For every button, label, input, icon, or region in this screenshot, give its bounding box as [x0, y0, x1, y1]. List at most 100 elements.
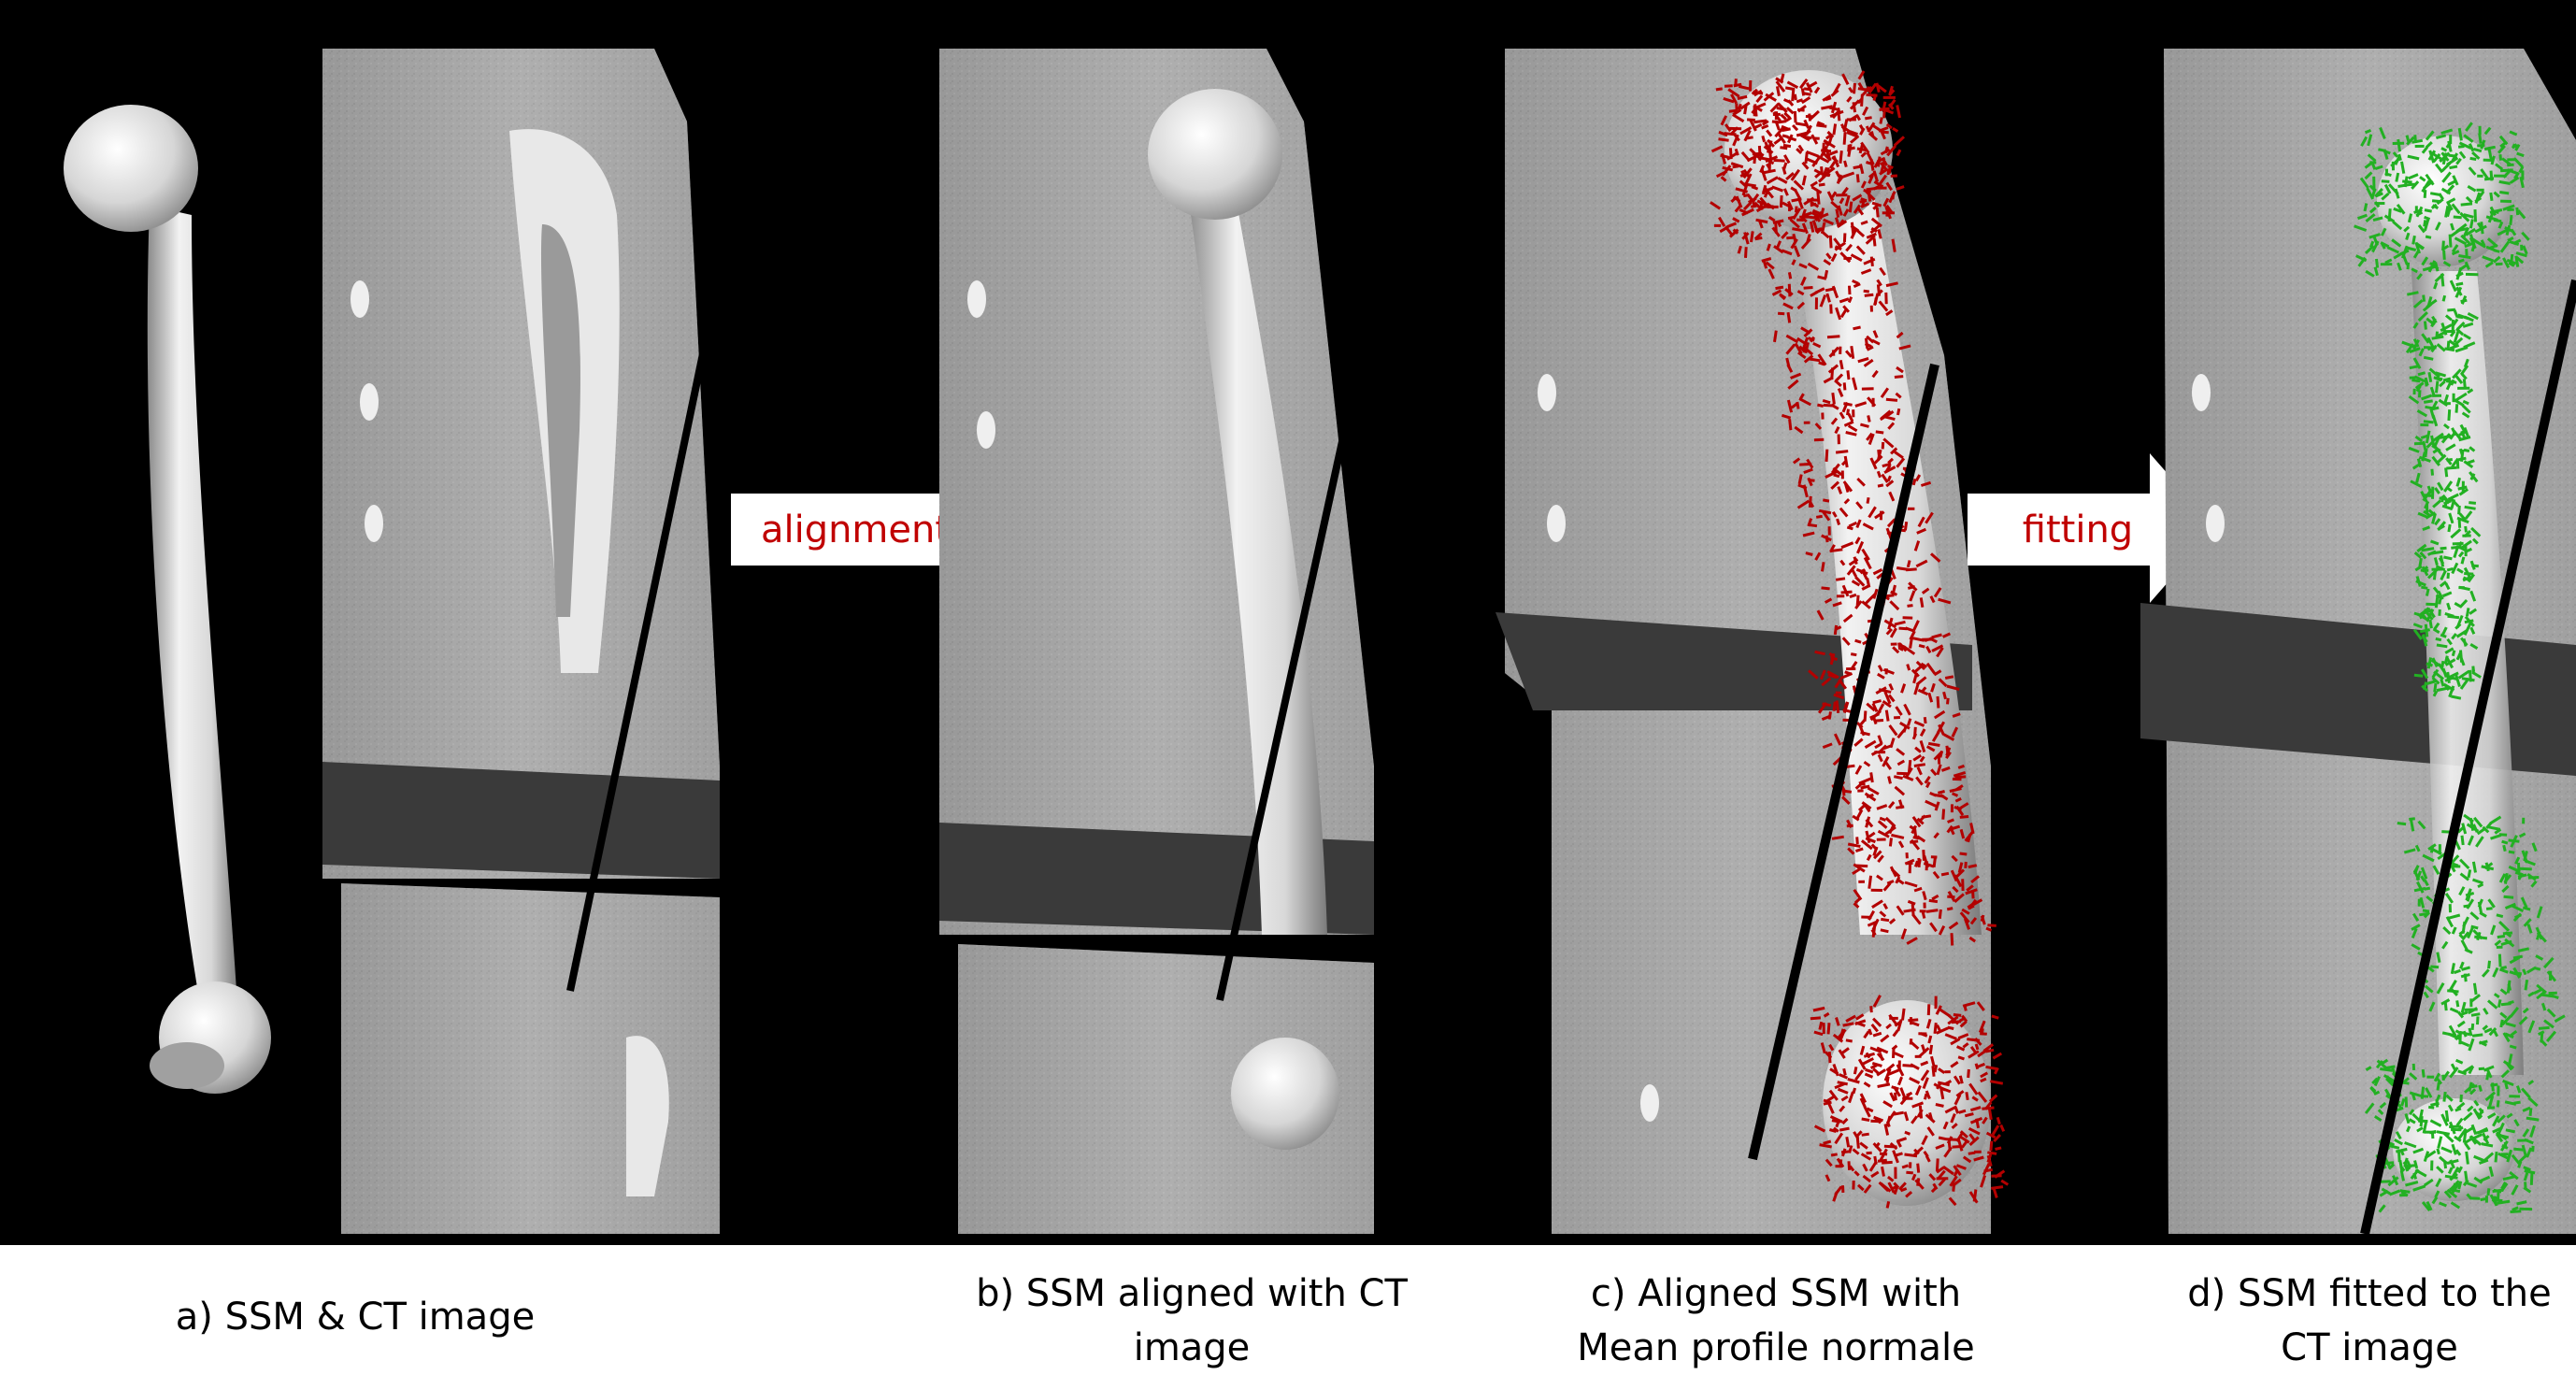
- profile-normal-mark: [2445, 1002, 2446, 1010]
- profile-normal-mark: [2446, 1110, 2448, 1122]
- profile-normal-mark: [1997, 1117, 1999, 1124]
- profile-normal-mark: [2440, 498, 2446, 499]
- profile-normal-mark: [2432, 337, 2444, 338]
- profile-normal-mark: [2421, 587, 2427, 588]
- profile-normal-mark: [1934, 795, 1943, 796]
- profile-normal-mark: [1887, 1122, 1889, 1127]
- panel-d-caption: d) SSM fitted to the CT image: [2168, 1267, 2570, 1375]
- profile-normal-mark: [1967, 1039, 1980, 1041]
- profile-normal-mark: [1984, 1169, 1993, 1171]
- profile-normal-mark: [1886, 710, 1888, 722]
- profile-normal-mark: [1847, 527, 1853, 529]
- profile-normal-mark: [1743, 195, 1749, 196]
- panel-a-ct-slices: [322, 49, 720, 1234]
- profile-normal-mark: [1834, 475, 1839, 477]
- profile-normal-mark: [2461, 204, 2472, 205]
- profile-normal-mark: [2499, 181, 2511, 183]
- profile-normal-mark: [1884, 1146, 1897, 1147]
- profile-normal-mark: [2414, 675, 2423, 676]
- profile-normal-mark: [2446, 467, 2447, 477]
- profile-normal-mark: [1967, 1092, 1968, 1100]
- profile-normal-mark: [1910, 841, 1918, 842]
- profile-normal-mark: [2528, 878, 2539, 879]
- profile-normal-mark: [2469, 1028, 2471, 1036]
- panel-b-caption: b) SSM aligned with CT image: [935, 1267, 1449, 1375]
- profile-normal-mark: [1913, 479, 1915, 485]
- profile-normal-mark: [2486, 909, 2493, 910]
- profile-normal-mark: [1887, 1201, 1889, 1208]
- profile-normal-mark: [1876, 432, 1883, 433]
- profile-normal-mark: [1948, 1027, 1953, 1028]
- profile-normal-mark: [1834, 702, 1835, 711]
- profile-normal-mark: [1974, 1190, 1976, 1202]
- profile-normal-mark: [1797, 109, 1805, 110]
- profile-normal-mark: [1796, 207, 1797, 213]
- profile-normal-mark: [1778, 313, 1784, 314]
- profile-normal-mark: [2454, 217, 2462, 218]
- profile-normal-mark: [2501, 1136, 2509, 1138]
- profile-normal-mark: [1823, 500, 1829, 501]
- profile-normal-mark: [1851, 654, 1856, 655]
- profile-normal-mark: [1908, 606, 1913, 607]
- profile-normal-mark: [1721, 155, 1729, 157]
- profile-normal-mark: [2402, 181, 2411, 182]
- profile-normal-mark: [1862, 1119, 1869, 1121]
- profile-normal-mark: [2428, 1107, 2434, 1108]
- profile-normal-mark: [1833, 393, 1835, 404]
- profile-normal-mark: [2425, 495, 2433, 496]
- profile-normal-mark: [1823, 562, 1825, 571]
- profile-normal-mark: [2504, 845, 2506, 852]
- profile-normal-mark: [1837, 209, 1839, 218]
- profile-normal-mark: [2465, 621, 2473, 623]
- profile-normal-mark: [2419, 390, 2420, 397]
- profile-normal-mark: [2488, 1188, 2489, 1196]
- profile-normal-mark: [1844, 1068, 1846, 1075]
- profile-normal-mark: [1775, 331, 1777, 342]
- profile-normal-mark: [2432, 408, 2439, 409]
- profile-normal-mark: [2506, 1130, 2515, 1132]
- profile-normal-mark: [1871, 772, 1873, 782]
- profile-normal-mark: [1846, 1040, 1853, 1041]
- profile-normal-mark: [1882, 1162, 1893, 1163]
- profile-normal-mark: [2437, 381, 2438, 394]
- profile-normal-mark: [2398, 139, 2400, 151]
- profile-normal-mark: [2469, 503, 2476, 504]
- profile-normal-mark: [1765, 262, 1767, 268]
- profile-normal-mark: [1753, 201, 1754, 208]
- profile-normal-mark: [1799, 475, 1801, 484]
- profile-normal-mark: [2539, 1027, 2550, 1028]
- profile-normal-mark: [1819, 184, 1825, 185]
- panel-a-caption: a) SSM & CT image: [131, 1290, 580, 1344]
- profile-normal-mark: [1844, 132, 1845, 145]
- profile-normal-mark: [2499, 835, 2507, 836]
- profile-normal-mark: [1822, 588, 1830, 589]
- profile-normal-mark: [1818, 192, 1819, 205]
- profile-normal-mark: [1724, 86, 1733, 87]
- profile-normal-mark: [1831, 305, 1832, 314]
- profile-normal-mark: [1777, 86, 1779, 95]
- profile-normal-mark: [1834, 124, 1836, 136]
- profile-normal-mark: [2426, 589, 2428, 596]
- profile-normal-mark: [1903, 1009, 1905, 1021]
- profile-normal-mark: [1904, 726, 1906, 732]
- profile-normal-mark: [1973, 891, 1974, 898]
- profile-normal-mark: [2447, 460, 2453, 461]
- profile-normal-mark: [1939, 910, 1940, 919]
- profile-normal-mark: [2457, 317, 2463, 318]
- profile-normal-mark: [1905, 522, 1906, 530]
- profile-normal-mark: [2461, 300, 2468, 301]
- profile-normal-mark: [2464, 379, 2465, 388]
- profile-normal-mark: [1824, 173, 1830, 175]
- profile-normal-mark: [1822, 166, 1823, 174]
- profile-normal-mark: [2445, 1176, 2458, 1178]
- profile-normal-mark: [2501, 967, 2507, 969]
- profile-normal-mark: [1830, 236, 1831, 249]
- profile-normal-mark: [1781, 195, 1782, 208]
- profile-normal-mark: [1949, 1142, 1950, 1151]
- profile-normal-mark: [1906, 569, 1917, 570]
- profile-normal-mark: [1887, 1077, 1888, 1083]
- profile-normal-mark: [2464, 638, 2466, 646]
- profile-normal-mark: [2516, 256, 2518, 267]
- profile-normal-mark: [2447, 309, 2455, 310]
